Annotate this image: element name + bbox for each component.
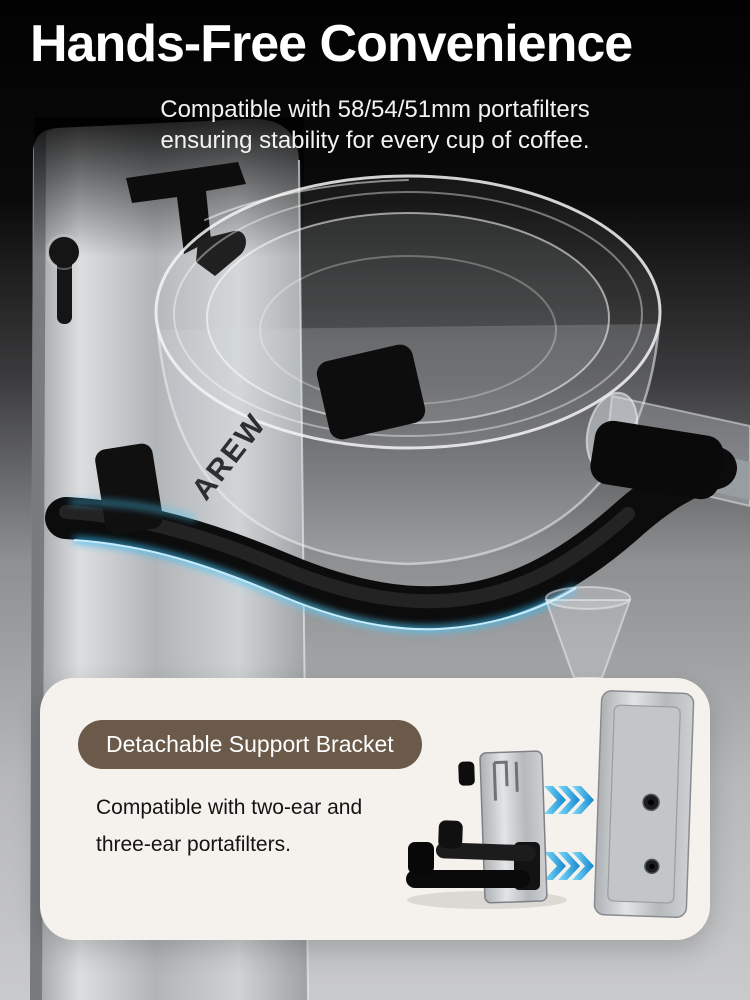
page-title: Hands-Free Convenience — [30, 15, 633, 73]
feature-badge: Detachable Support Bracket — [78, 720, 422, 769]
inset-illustration — [406, 690, 695, 919]
spring-clip — [126, 162, 246, 276]
portafilter-ghost — [154, 174, 662, 566]
screw-icon — [642, 793, 660, 812]
screw-icon — [644, 858, 660, 875]
inset-support-arms — [406, 820, 540, 890]
bracket-glow — [69, 500, 578, 633]
keyhole-slot — [46, 234, 82, 324]
feature-description: Compatible with two-ear and three-ear po… — [96, 790, 362, 864]
feature-description-line-1: Compatible with two-ear and — [96, 796, 363, 819]
chevron-right-icon — [572, 786, 594, 814]
info-card: Detachable Support Bracket Compatible wi… — [40, 678, 710, 940]
page-subtitle: Compatible with 58/54/51mm portafilters … — [0, 94, 750, 156]
chevron-right-icon — [558, 852, 580, 880]
chevron-right-icon — [558, 786, 580, 814]
chevron-right-icon — [544, 852, 566, 880]
chevron-row-top — [544, 786, 594, 814]
chevron-row-bottom — [544, 852, 594, 880]
subtitle-line-2: ensuring stability for every cup of coff… — [160, 127, 590, 155]
chevron-right-icon — [544, 786, 566, 814]
inset-mount-panel — [593, 690, 695, 919]
subtitle-line-1: Compatible with 58/54/51mm portafilters — [160, 96, 590, 123]
feature-description-line-2: three-ear portafilters. — [96, 832, 291, 856]
chevron-right-icon — [572, 852, 594, 880]
